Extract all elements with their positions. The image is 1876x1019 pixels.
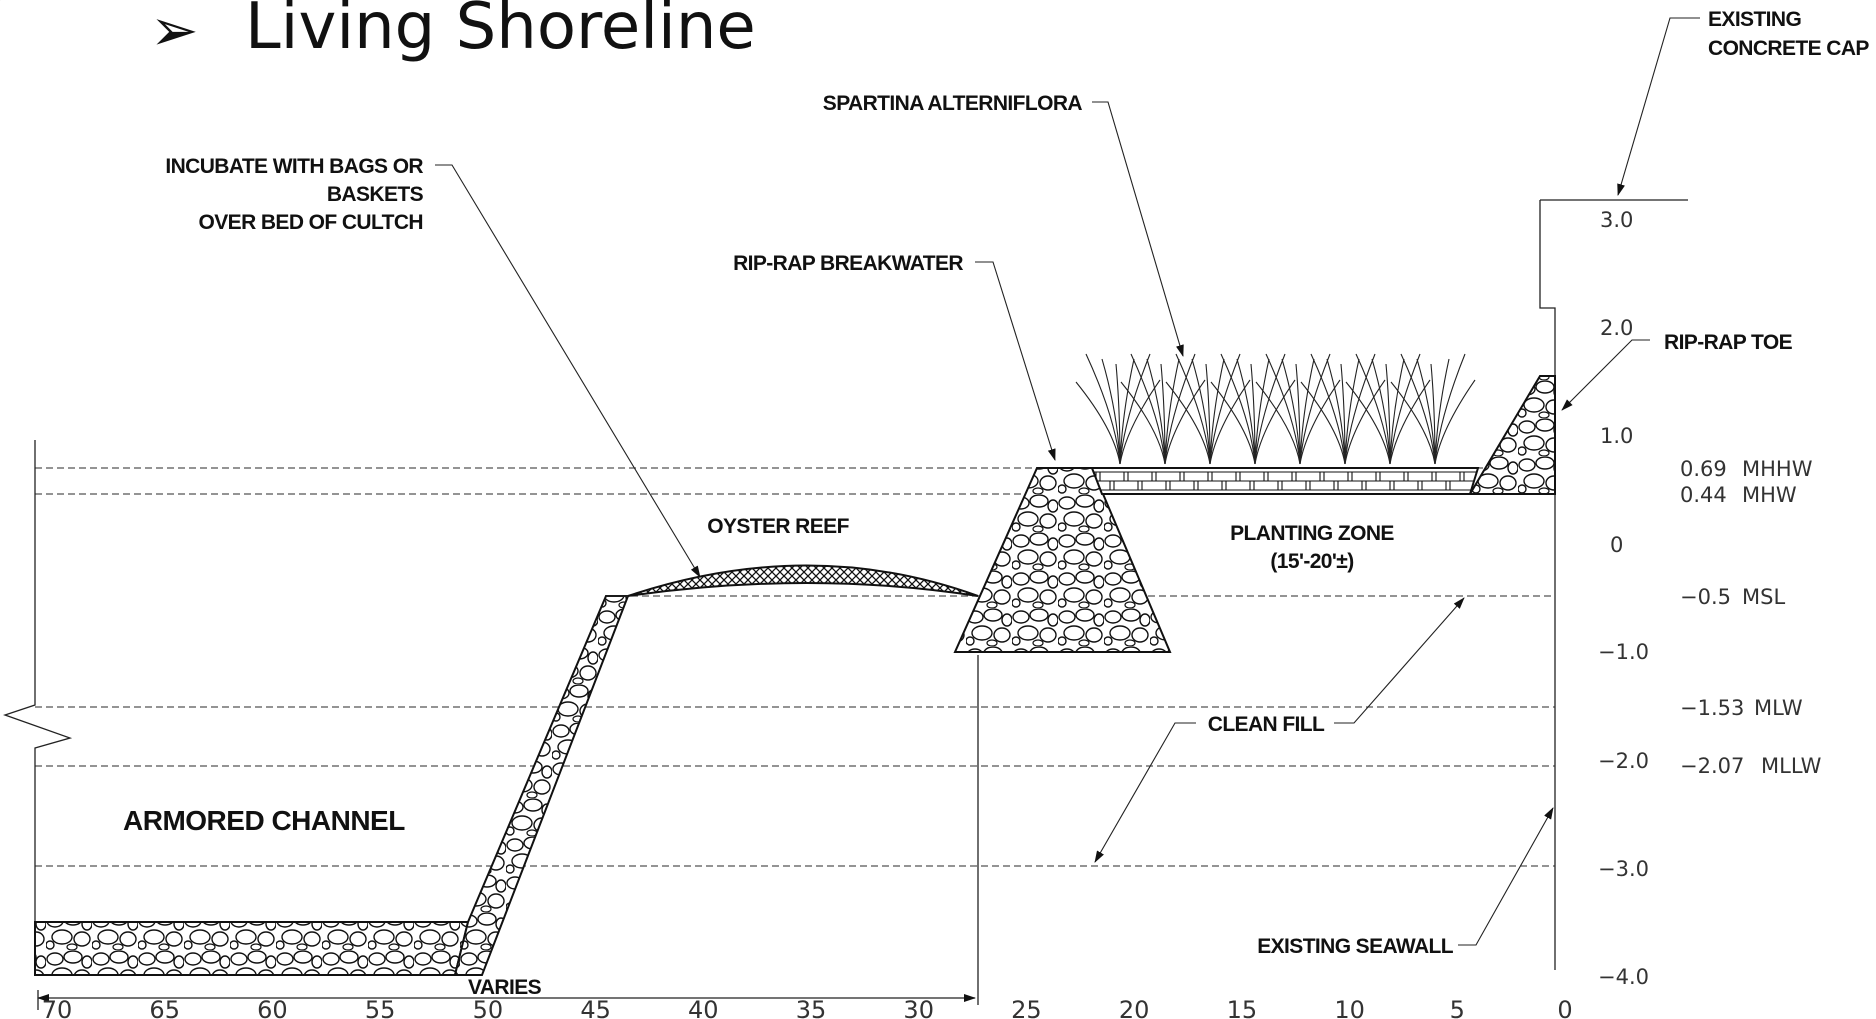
datum-name: MSL bbox=[1742, 585, 1785, 609]
elevation-label: −1.0 bbox=[1598, 640, 1649, 664]
distance-tick-label: 55 bbox=[365, 996, 396, 1019]
datum-name: MLLW bbox=[1761, 754, 1822, 778]
existing-concrete-cap-label-2: CONCRETE CAP bbox=[1708, 37, 1869, 60]
existing-concrete-cap-label-1: EXISTING bbox=[1708, 8, 1801, 31]
dimension-line bbox=[37, 655, 979, 1010]
elevation-label: 1.0 bbox=[1600, 424, 1633, 448]
varies-label: VARIES bbox=[468, 976, 542, 999]
oyster-reef-label: OYSTER REEF bbox=[707, 515, 849, 538]
distance-tick-label: 50 bbox=[473, 996, 504, 1019]
page-title: Living Shoreline bbox=[245, 0, 756, 64]
planting-zone-label-1: PLANTING ZONE bbox=[1230, 522, 1394, 545]
distance-tick-label: 25 bbox=[1011, 996, 1042, 1019]
distance-tick-label: 45 bbox=[580, 996, 611, 1019]
elevation-label: −2.0 bbox=[1598, 749, 1649, 773]
elevation-label: 2.0 bbox=[1600, 316, 1633, 340]
distance-tick-label: 5 bbox=[1450, 996, 1465, 1019]
existing-seawall-label: EXISTING SEAWALL bbox=[1257, 935, 1454, 958]
elevation-label: −4.0 bbox=[1598, 965, 1649, 989]
distance-tick-label: 10 bbox=[1334, 996, 1365, 1019]
datum-name: MLW bbox=[1754, 696, 1803, 720]
distance-tick-label: 0 bbox=[1557, 996, 1572, 1019]
oyster-reef-mound bbox=[627, 564, 979, 597]
rip-rap-toe bbox=[1468, 375, 1556, 495]
planting-zone-label-2: (15'-20'±) bbox=[1270, 550, 1353, 573]
existing-seawall bbox=[1539, 199, 1688, 970]
rip-rap-breakwater-label: RIP-RAP BREAKWATER bbox=[733, 252, 963, 275]
distance-tick-label: 60 bbox=[257, 996, 288, 1019]
spartina-label: SPARTINA ALTERNIFLORA bbox=[823, 92, 1083, 115]
elevation-label: 0 bbox=[1610, 533, 1623, 557]
armored-slope bbox=[453, 595, 630, 976]
distance-tick-label: 20 bbox=[1119, 996, 1150, 1019]
bullet-arrow-icon: ➢ bbox=[150, 0, 199, 64]
armored-channel-label: ARMORED CHANNEL bbox=[123, 805, 405, 836]
incubate-label-3: OVER BED OF CULTCH bbox=[199, 211, 423, 234]
distance-tick-label: 35 bbox=[796, 996, 827, 1019]
datum-value: −2.07 bbox=[1680, 754, 1744, 778]
leader-lines bbox=[435, 17, 1700, 946]
datum-value: 0.44 bbox=[1680, 483, 1727, 507]
distance-tick-label: 65 bbox=[149, 996, 180, 1019]
break-line-left bbox=[2, 440, 73, 935]
distance-tick-label: 15 bbox=[1227, 996, 1258, 1019]
rip-rap-toe-label: RIP-RAP TOE bbox=[1664, 331, 1793, 354]
incubate-label-1: INCUBATE WITH BAGS OR bbox=[165, 155, 423, 178]
datum-name: MHW bbox=[1742, 483, 1797, 507]
tidal-datums: 0.69 MHHW 0.44 MHW −0.5 MSL −1.53 MLW −2… bbox=[1680, 457, 1822, 778]
armored-channel-rock bbox=[34, 921, 470, 976]
datum-value: −1.53 bbox=[1680, 696, 1744, 720]
datum-value: −0.5 bbox=[1680, 585, 1731, 609]
elevation-scale: 3.0 2.0 1.0 0 −1.0 −2.0 −3.0 −4.0 bbox=[1598, 208, 1649, 989]
incubate-label-2: BASKETS bbox=[327, 183, 424, 206]
distance-tick-label: 40 bbox=[688, 996, 719, 1019]
rip-rap-breakwater bbox=[953, 467, 1172, 653]
datum-name: MHHW bbox=[1742, 457, 1813, 481]
planting-mat bbox=[1090, 467, 1480, 495]
distance-tick-label: 70 bbox=[42, 996, 73, 1019]
elevation-label: −3.0 bbox=[1598, 857, 1649, 881]
clean-fill-label: CLEAN FILL bbox=[1208, 713, 1325, 736]
elevation-label: 3.0 bbox=[1600, 208, 1633, 232]
title-block: ➢ Living Shoreline bbox=[150, 0, 756, 64]
datum-value: 0.69 bbox=[1680, 457, 1727, 481]
distance-tick-label: 30 bbox=[903, 996, 934, 1019]
